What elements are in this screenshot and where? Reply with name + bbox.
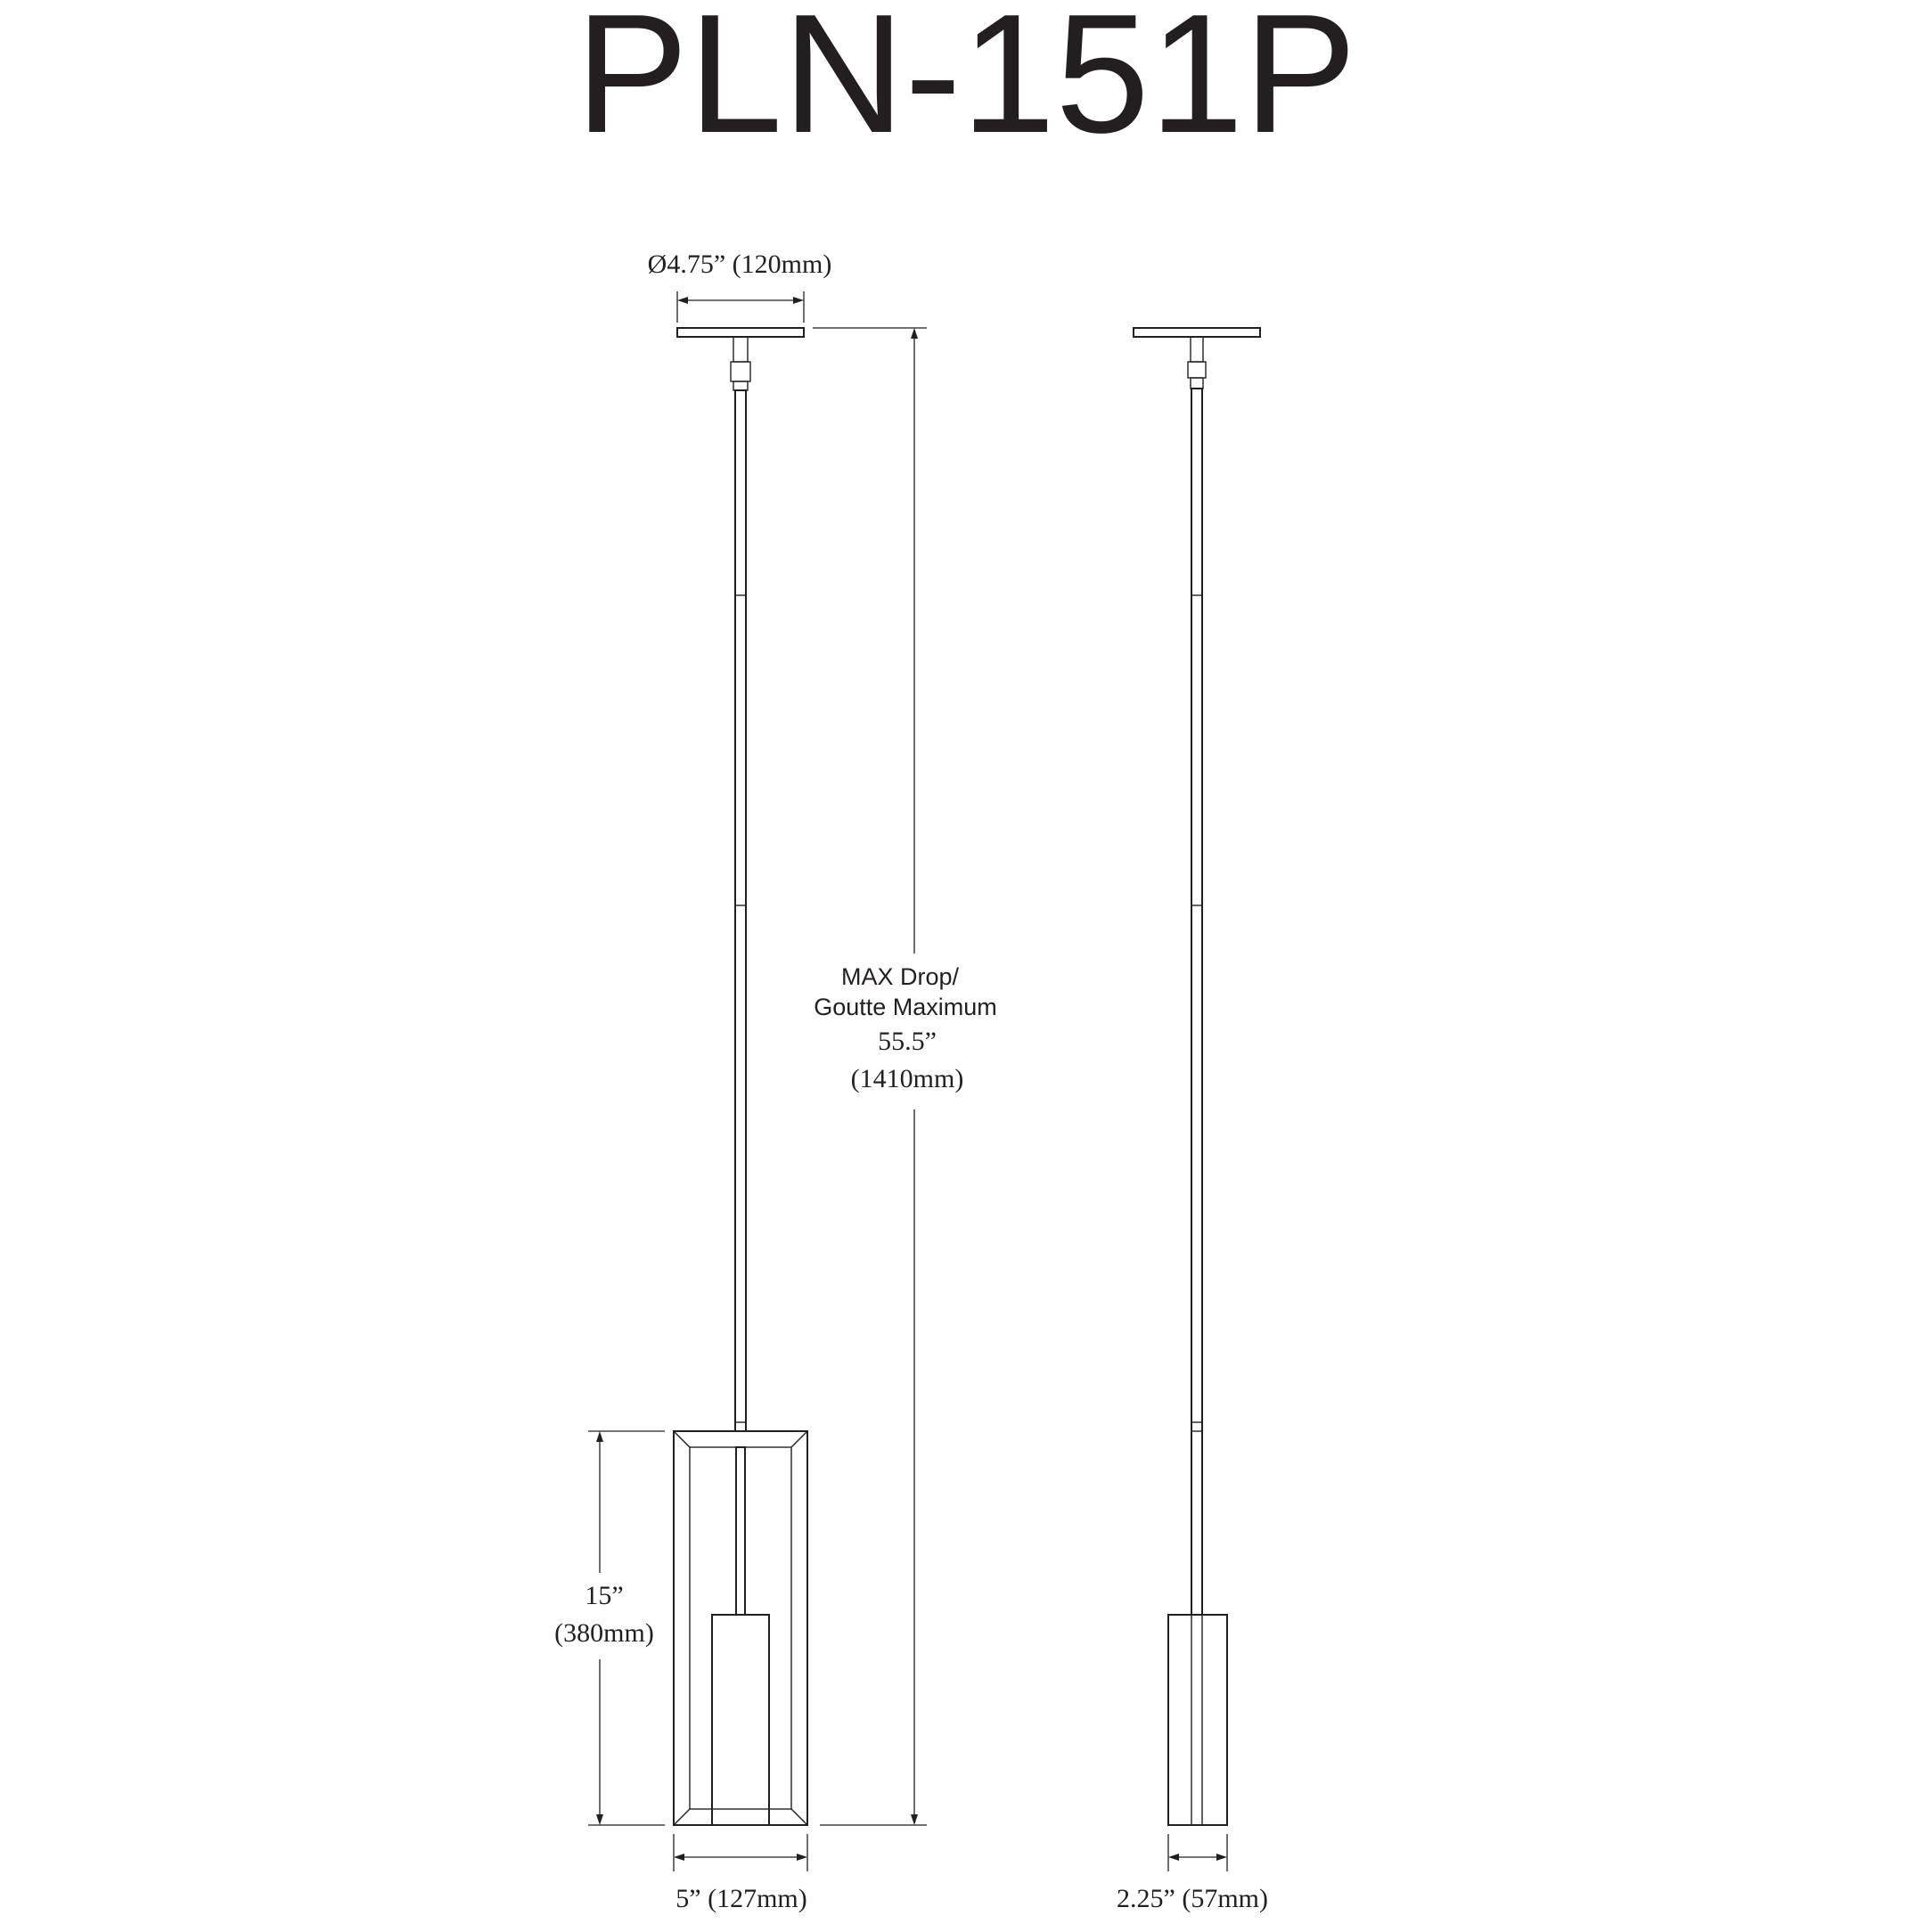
max-drop-dimension: MAX Drop/ Goutte Maximum 55.5” (1410mm) [813, 327, 997, 1826]
canopy-width-dimension: Ø4.75” (120mm) [648, 250, 832, 323]
max-drop-label-en: MAX Drop/ [841, 963, 960, 990]
front-canopy [676, 327, 805, 391]
front-width-dimension: 5” (127mm) [673, 1834, 808, 1913]
page-title: PLN-151P [576, 0, 1357, 168]
height-dimension: 15” (380mm) [554, 1430, 665, 1826]
front-stem [734, 389, 747, 1432]
max-drop-mm: (1410mm) [851, 1064, 964, 1093]
front-view [673, 327, 808, 1826]
side-shade [1167, 1614, 1228, 1826]
canopy-diameter-label: Ø4.75” (120mm) [648, 250, 832, 279]
side-stem [1191, 388, 1203, 1616]
front-width-label: 5” (127mm) [675, 1884, 806, 1913]
side-width-dimension: 2.25” (57mm) [1117, 1834, 1268, 1913]
side-width-label: 2.25” (57mm) [1117, 1884, 1268, 1913]
max-drop-inches: 55.5” [878, 1027, 937, 1056]
max-drop-label-fr: Goutte Maximum [814, 994, 997, 1020]
side-canopy [1133, 327, 1261, 389]
height-inches: 15” [585, 1581, 623, 1610]
side-view [1133, 327, 1261, 1826]
height-mm: (380mm) [554, 1618, 654, 1648]
front-frame [673, 1430, 808, 1826]
